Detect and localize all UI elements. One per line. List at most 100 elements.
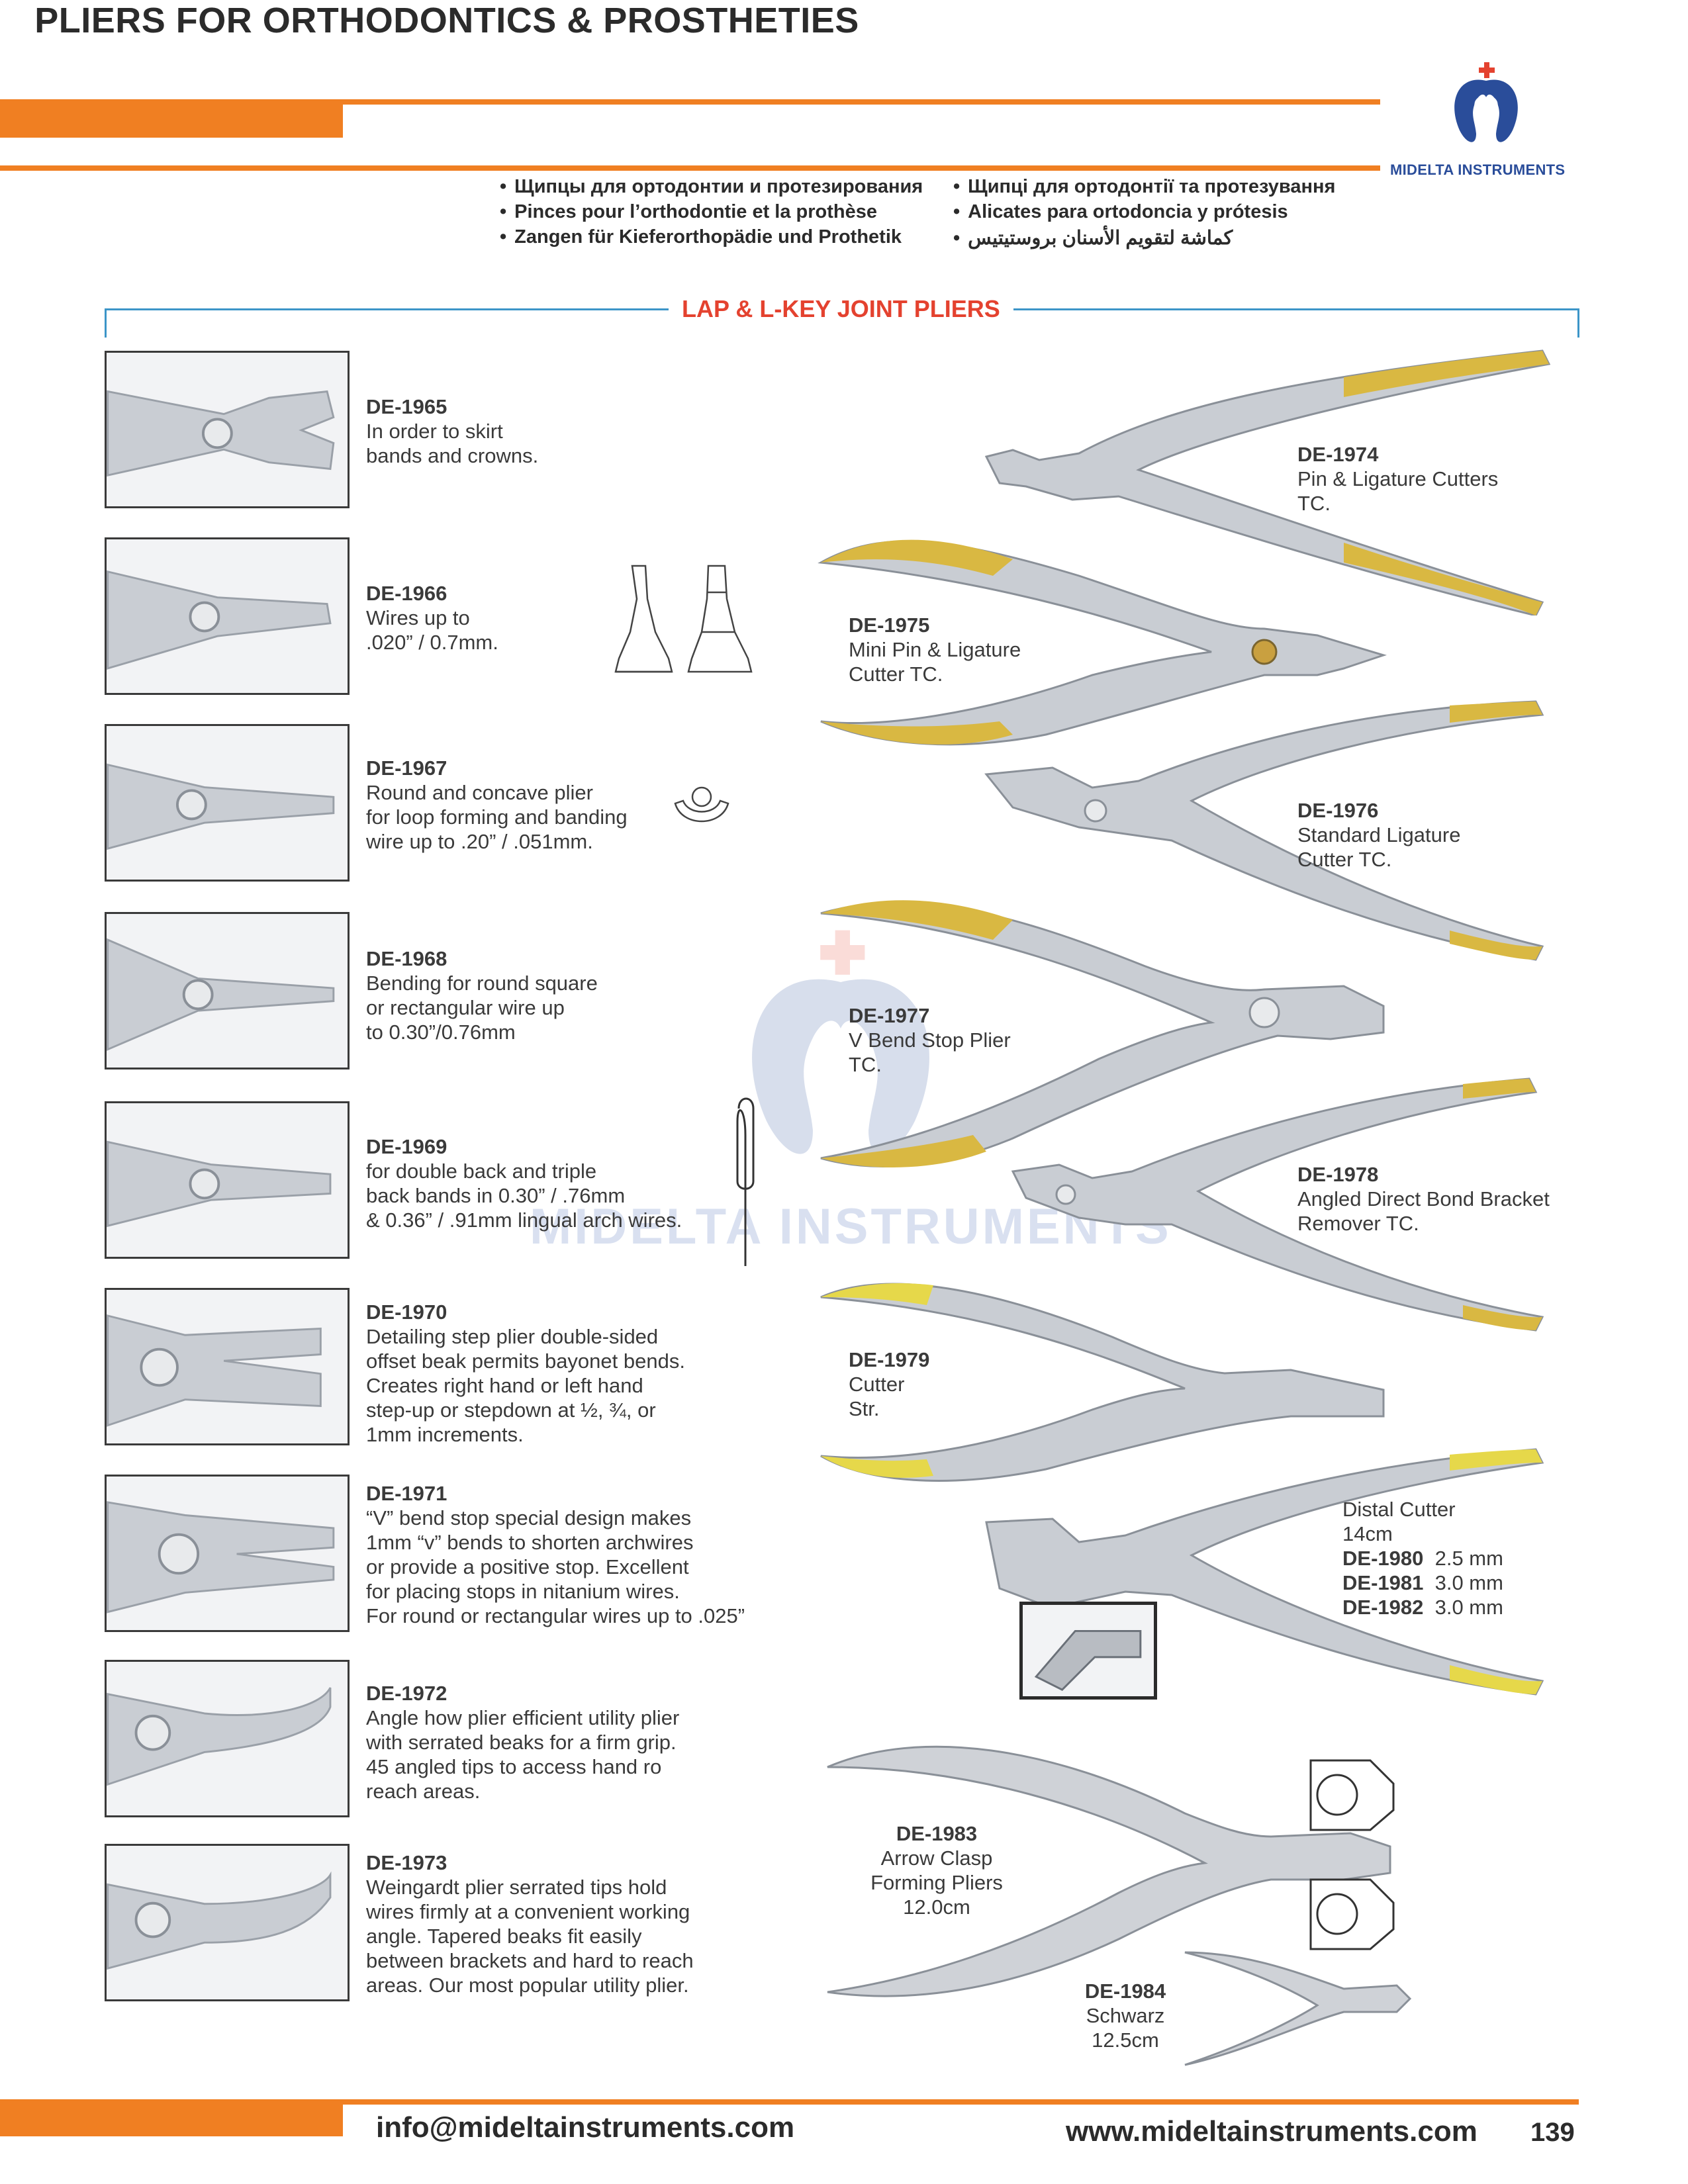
product-de-1969: DE-1969 for double back and triple back … [366, 1134, 816, 1232]
product-code: DE-1977 [849, 1004, 930, 1027]
language-line: Alicates para ortodoncia y prótesis [953, 201, 1335, 226]
distal-cutter-tip-inset [1019, 1602, 1157, 1700]
variant-value: 2.5 mm [1434, 1547, 1503, 1570]
variant-value: 3.0 mm [1434, 1571, 1503, 1594]
languages-left: Щипцы для ортодонтии и протезирования Pi… [500, 176, 923, 251]
header-top-rule [0, 99, 1380, 105]
product-photo-de-1970 [105, 1288, 350, 1445]
product-description: Standard Ligature [1297, 823, 1461, 846]
plier-de-1976 [984, 700, 1544, 961]
page-title: PLIERS FOR ORTHODONTICS & PROSTHETIES [34, 1, 859, 40]
product-code: DE-1971 [366, 1482, 447, 1505]
product-description: Str. [849, 1397, 880, 1420]
product-description: TC. [1297, 492, 1331, 515]
footer-orange-block [0, 2103, 343, 2136]
product-description: bands and crowns. [366, 444, 539, 467]
product-de-1983: DE-1983 Arrow Clasp Forming Pliers 12.0c… [854, 1821, 1019, 1919]
distal-cutter-variant: DE-1982 3.0 mm [1342, 1595, 1503, 1619]
language-line: Pinces pour l’orthodontie et la prothèse [500, 201, 923, 226]
product-description: Round and concave plier [366, 781, 593, 804]
product-photo-de-1968 [105, 912, 350, 1069]
product-description: wires firmly at a convenient working [366, 1900, 690, 1923]
product-description: Forming Pliers [870, 1871, 1003, 1894]
product-code: DE-1972 [366, 1682, 447, 1705]
tip-profile-illustration [609, 559, 761, 678]
product-de-1973: DE-1973 Weingardt plier serrated tips ho… [366, 1850, 816, 1997]
product-description: or rectangular wire up [366, 996, 565, 1019]
product-description: reach areas. [366, 1780, 481, 1803]
product-description: angle. Tapered beaks fit easily [366, 1925, 642, 1948]
distal-cutter-variant: DE-1980 2.5 mm [1342, 1546, 1503, 1570]
product-code: DE-1965 [366, 395, 447, 418]
plier-de-1975 [818, 539, 1387, 746]
product-photo-de-1967 [105, 724, 350, 882]
product-code: DE-1969 [366, 1135, 447, 1158]
header-orange-block [0, 101, 343, 138]
product-description: Cutter TC. [1297, 848, 1392, 871]
variant-value: 3.0 mm [1434, 1596, 1503, 1619]
product-code: DE-1975 [849, 614, 930, 637]
section-rule-right-tick [1577, 308, 1579, 338]
plier-de-1974 [984, 349, 1551, 615]
product-de-1972: DE-1972 Angle how plier efficient utilit… [366, 1681, 816, 1803]
languages-right: Щипці для ортодонтії та протезування Ali… [953, 176, 1335, 251]
watermark-logo [702, 927, 980, 1205]
language-line: Zangen für Kieferorthopädie und Protheti… [500, 226, 923, 251]
distal-cutter-info: Distal Cutter 14cm DE-1980 2.5 mm DE-198… [1342, 1497, 1503, 1619]
product-description: Bending for round square [366, 972, 598, 995]
product-de-1977: DE-1977 V Bend Stop Plier TC. [849, 1003, 1011, 1077]
product-de-1975: DE-1975 Mini Pin & Ligature Cutter TC. [849, 613, 1021, 686]
product-de-1968: DE-1968 Bending for round square or rect… [366, 946, 816, 1044]
product-description: Wires up to [366, 606, 470, 629]
product-description: areas. Our most popular utility plier. [366, 1974, 689, 1997]
product-code: DE-1973 [366, 1851, 447, 1874]
product-photo-de-1972 [105, 1660, 350, 1817]
product-description: Angled Direct Bond Bracket [1297, 1187, 1550, 1210]
product-description: 12.0cm [903, 1895, 970, 1919]
arrow-clasp-tip-diagram-bottom [1307, 1876, 1397, 1952]
product-code: DE-1968 [366, 947, 447, 970]
product-description: back bands in 0.30” / .76mm [366, 1184, 626, 1207]
language-line: Щипцы для ортодонтии и протезирования [500, 176, 923, 201]
product-photo-de-1973 [105, 1844, 350, 2001]
product-code: DE-1978 [1297, 1163, 1379, 1186]
product-description: offset beak permits bayonet bends. [366, 1349, 685, 1373]
product-de-1978: DE-1978 Angled Direct Bond Bracket Remov… [1297, 1162, 1550, 1236]
product-description: 1mm “v” bends to shorten archwires [366, 1531, 694, 1554]
language-line: كماشة لتقويم الأسنان بروستيتيس [953, 226, 1335, 251]
section-title: LAP & L-KEY JOINT PLIERS [669, 295, 1013, 323]
section-rule-left-tick [105, 308, 107, 338]
product-de-1984: DE-1984 Schwarz 12.5cm [1066, 1979, 1185, 2052]
product-description: 45 angled tips to access hand ro [366, 1755, 662, 1778]
plier-de-1977 [820, 900, 1385, 1167]
wire-loop-illustration [732, 1095, 759, 1267]
distal-cutter-variant: DE-1981 3.0 mm [1342, 1570, 1503, 1595]
product-photo-de-1971 [105, 1475, 350, 1632]
product-description: “V” bend stop special design makes [366, 1506, 692, 1529]
language-line: Щипці для ортодонтії та протезування [953, 176, 1335, 201]
product-description: between brackets and hard to reach [366, 1949, 694, 1972]
product-description: For round or rectangular wires up to .02… [366, 1604, 745, 1627]
product-code: DE-1984 [1084, 1979, 1166, 2003]
footer-website[interactable]: www.mideltainstruments.com [1066, 2115, 1477, 2148]
product-code: DE-1983 [896, 1822, 978, 1845]
product-description: Weingardt plier serrated tips hold [366, 1876, 667, 1899]
plier-de-1980-series [985, 1448, 1544, 1696]
footer-email[interactable]: info@mideltainstruments.com [376, 2111, 795, 2144]
product-description: for loop forming and banding [366, 805, 628, 829]
brand-logo [1436, 61, 1536, 160]
variant-code: DE-1981 [1342, 1571, 1424, 1594]
product-code: DE-1970 [366, 1300, 447, 1324]
product-description: Pin & Ligature Cutters [1297, 467, 1499, 490]
product-code: DE-1979 [849, 1348, 930, 1371]
product-code: DE-1974 [1297, 443, 1379, 466]
product-description: Arrow Clasp [880, 1846, 993, 1870]
product-code: DE-1967 [366, 756, 447, 780]
header-bottom-rule [0, 165, 1380, 171]
product-description: for double back and triple [366, 1160, 597, 1183]
plier-de-1978 [1011, 1077, 1544, 1332]
product-description: Detailing step plier double-sided [366, 1325, 659, 1348]
product-description: Cutter TC. [849, 662, 943, 686]
product-de-1967: DE-1967 Round and concave plier for loop… [366, 756, 816, 854]
product-description: Remover TC. [1297, 1212, 1419, 1235]
